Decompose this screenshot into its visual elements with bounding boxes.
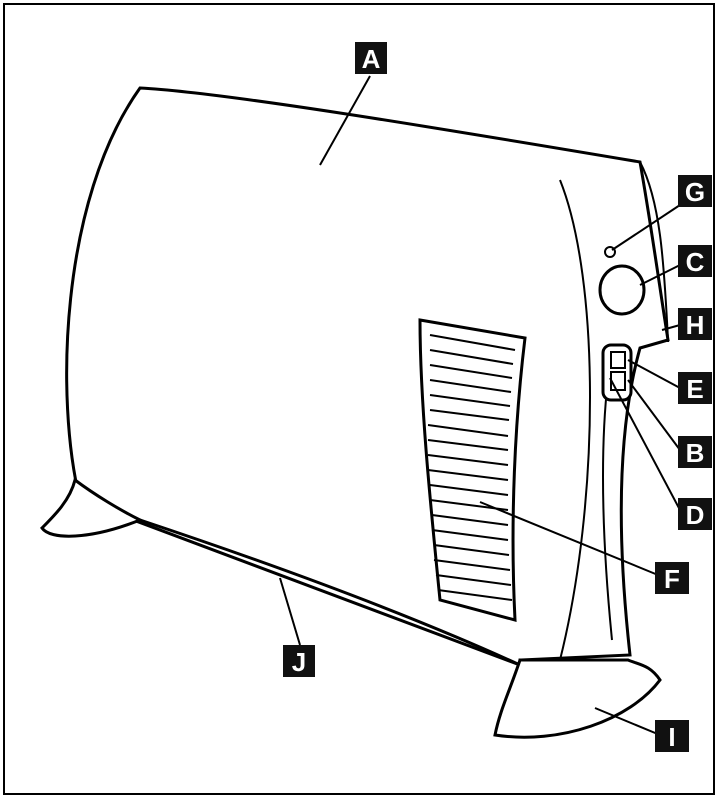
thermostat-knob	[598, 264, 646, 316]
bottom-edge	[139, 518, 521, 667]
svg-text:E: E	[686, 374, 703, 404]
right-foot	[493, 658, 662, 739]
callout-G: G	[678, 175, 712, 207]
callout-E: E	[678, 372, 712, 404]
mode-switch	[610, 371, 626, 391]
callout-D: D	[678, 498, 712, 530]
callout-C: C	[678, 245, 712, 277]
vent-grille-frame	[418, 318, 527, 622]
callout-H: H	[678, 308, 712, 340]
svg-text:J: J	[292, 647, 306, 677]
callout-A: A	[355, 42, 387, 74]
svg-text:H: H	[686, 310, 705, 340]
svg-text:G: G	[685, 177, 705, 207]
leader-lines	[279, 75, 681, 736]
side-panel-edge	[559, 179, 591, 661]
callout-F: F	[655, 562, 689, 594]
callout-B: B	[678, 436, 712, 468]
rear-housing	[639, 161, 669, 342]
svg-text:A: A	[362, 44, 381, 74]
left-foot	[40, 477, 144, 538]
callout-J: J	[283, 645, 315, 677]
svg-text:C: C	[686, 247, 705, 277]
svg-text:D: D	[686, 500, 705, 530]
vent-slats	[427, 334, 516, 601]
svg-text:B: B	[686, 438, 705, 468]
svg-text:F: F	[664, 564, 680, 594]
power-switch	[610, 351, 626, 369]
svg-text:I: I	[668, 722, 675, 752]
figure-border	[3, 3, 715, 795]
callout-I: I	[655, 720, 689, 752]
heater-body	[65, 86, 670, 668]
